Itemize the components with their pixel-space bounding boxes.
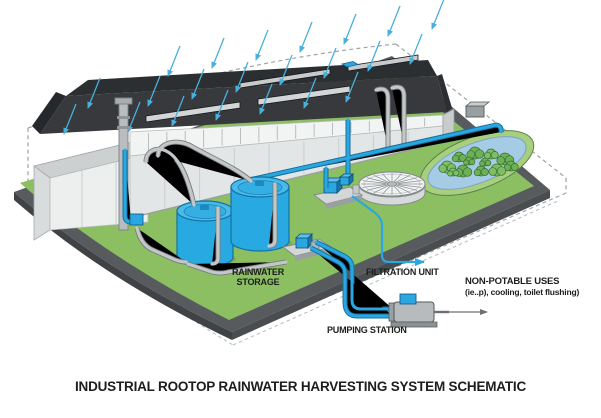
filtration-unit-label: FILTRATION UNIT <box>366 267 439 277</box>
storage-tank-left <box>176 200 234 268</box>
pumping-station-label: PUMPING STATION <box>327 325 407 335</box>
roof-downpipes <box>374 85 406 150</box>
clarifier-spokes <box>361 173 423 195</box>
tank-feed-pipes <box>135 140 288 275</box>
pond-plants <box>438 146 519 178</box>
diagram-title: INDUSTRIAL ROOTOP RAINWATER HARVESTING S… <box>74 379 527 394</box>
clarifier-tank <box>358 171 426 206</box>
rainwater-storage-label: RAINWATER STORAGE <box>231 267 285 287</box>
utility-box <box>464 101 491 118</box>
pump-outlet <box>388 293 488 328</box>
retention-pond <box>419 130 535 196</box>
downpipe-valve-box <box>129 213 144 226</box>
storage-tank-right <box>230 176 290 252</box>
roof-drain-hopper <box>340 61 360 68</box>
filtration-flow-arrow <box>351 195 425 266</box>
pump-supply-pipes <box>309 166 395 318</box>
rain-arrows <box>63 0 445 135</box>
non-potable-uses-label: NON-POTABLE USES (ie..p), cooling, toile… <box>465 276 580 298</box>
